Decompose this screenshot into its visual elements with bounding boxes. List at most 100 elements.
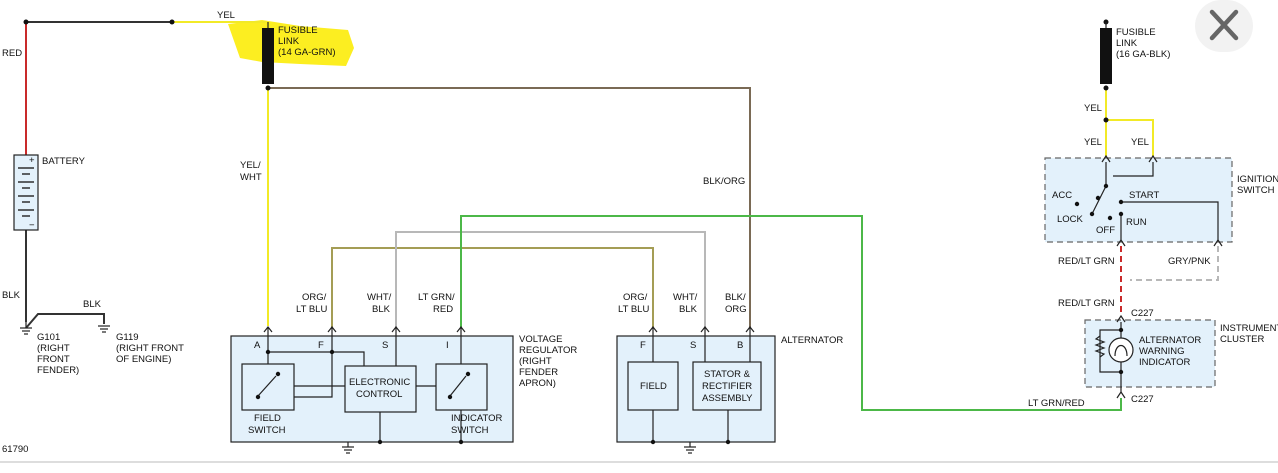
- vr-terminal-s: S: [382, 340, 388, 351]
- ign-contact: [1118, 199, 1124, 205]
- figure-id: 61790: [2, 444, 28, 455]
- g119-label: (RIGHT FRONT: [116, 343, 184, 354]
- battery-label: BATTERY: [42, 156, 86, 167]
- wire-label: LT GRN/: [418, 292, 455, 303]
- connector-c227-top: C227: [1131, 308, 1154, 319]
- switch-contact-icon: [257, 375, 277, 397]
- warning-indicator-label: INDICATOR: [1139, 357, 1191, 368]
- ground-icon: [98, 325, 110, 333]
- g119-label: OF ENGINE): [116, 354, 171, 365]
- wire-label: BLK: [2, 290, 21, 301]
- ign-pos-start: START: [1129, 190, 1159, 201]
- wire-label: RED/LT GRN: [1058, 298, 1115, 309]
- junction-dot: [1118, 369, 1124, 375]
- wire-yel-ign-b: [1106, 119, 1154, 156]
- switch-contact-icon: [449, 375, 467, 397]
- lamp-filament: [1114, 344, 1128, 357]
- voltage-regulator-label: (RIGHT: [519, 356, 552, 367]
- wire-label: ORG/: [302, 292, 327, 303]
- warning-indicator-label: ALTERNATOR: [1139, 335, 1201, 346]
- junction-dot: [23, 19, 29, 25]
- instrument-cluster-label: INSTRUMENT: [1220, 323, 1278, 334]
- vr-terminal-f: F: [318, 340, 324, 351]
- wire-label: BLK: [679, 304, 698, 315]
- switch-pivot: [275, 371, 281, 377]
- fusible-link-1-label: FUSIBLE: [278, 25, 318, 36]
- close-icon: [1209, 9, 1239, 41]
- wire-gry-pnk: [1130, 246, 1219, 281]
- wire-label: LT GRN/RED: [1028, 398, 1085, 409]
- ign-contact: [1103, 183, 1109, 189]
- indicator-switch-label: INDICATOR: [451, 413, 503, 424]
- warning-lamp-icon: [1108, 337, 1134, 363]
- ignition-internal-wiring: [1091, 162, 1219, 240]
- alt-terminal-b: B: [737, 340, 743, 351]
- battery-minus: −: [29, 220, 35, 231]
- wire-label: YEL: [1084, 103, 1102, 114]
- wire-label: YEL: [217, 10, 235, 21]
- vr-terminal-a: A: [254, 340, 261, 351]
- junction-dot: [265, 349, 271, 355]
- junction-dot: [725, 439, 731, 445]
- fusible-link-2-label: LINK: [1116, 38, 1138, 49]
- junction-dot: [1118, 327, 1124, 333]
- switch-pivot: [447, 394, 453, 400]
- close-button[interactable]: [1195, 0, 1253, 52]
- vr-terminal-i: I: [446, 340, 449, 351]
- indicator-switch-label: SWITCH: [451, 425, 489, 436]
- wire-label: YEL: [1084, 137, 1102, 148]
- fusible-link-1-label: LINK: [278, 36, 300, 47]
- field-label: FIELD: [640, 381, 667, 392]
- connector-c227-bottom: C227: [1131, 394, 1154, 405]
- ign-pos-off: OFF: [1096, 225, 1115, 236]
- junction-dot: [329, 349, 335, 355]
- ign-contact: [1107, 215, 1113, 221]
- field-box: [627, 361, 679, 411]
- wire-label: GRY/PNK: [1168, 256, 1211, 267]
- switch-pivot: [255, 394, 261, 400]
- alt-terminal-s: S: [690, 340, 696, 351]
- ignition-switch-label: IGNITION: [1237, 174, 1278, 185]
- ign-contact: [1095, 195, 1101, 201]
- ground-icon: [20, 322, 32, 335]
- ground-icon: [342, 442, 354, 454]
- wire-label: YEL: [1131, 137, 1149, 148]
- ign-pos-acc: ACC: [1052, 190, 1072, 201]
- connector-pins: [648, 326, 755, 336]
- stator-label: RECTIFIER: [702, 381, 752, 392]
- wire-label: LT BLU: [618, 304, 649, 315]
- fusible-link-1: [262, 28, 274, 84]
- wire-label: ORG: [725, 304, 747, 315]
- battery-plus: +: [29, 155, 35, 166]
- field-switch-label: SWITCH: [248, 425, 286, 436]
- wire-label: WHT/: [673, 292, 698, 303]
- wire-label: RED: [433, 304, 453, 315]
- wire-label: WHT/: [367, 292, 392, 303]
- fusible-link-2-label: FUSIBLE: [1116, 27, 1156, 38]
- ign-pos-run: RUN: [1126, 217, 1147, 228]
- alternator-label: ALTERNATOR: [781, 335, 843, 346]
- wire-blk-org: [270, 87, 751, 328]
- wire-blk-g119: [25, 313, 105, 329]
- wire-label: LT BLU: [296, 304, 327, 315]
- wire-label: ORG/: [623, 292, 648, 303]
- battery-symbol: [13, 154, 39, 231]
- g101-label: (RIGHT: [37, 343, 70, 354]
- junction-dot: [169, 19, 175, 25]
- field-switch-box: [241, 363, 295, 411]
- junction-dot: [377, 439, 383, 445]
- wire-label: YEL/: [240, 160, 261, 171]
- ign-pos-lock: LOCK: [1057, 214, 1084, 225]
- switch-pivot: [465, 371, 471, 377]
- wire-org-ltblu: [331, 247, 654, 328]
- ground-icon: [684, 442, 696, 454]
- voltage-regulator-label: APRON): [519, 378, 556, 389]
- junction-dot: [458, 439, 464, 445]
- g101-label: FRONT: [37, 354, 70, 365]
- voltage-regulator-label: FENDER: [519, 367, 558, 378]
- ignition-switch-box: [1044, 157, 1233, 243]
- warning-indicator-label: WARNING: [1139, 346, 1185, 357]
- fusible-link-1-label: (14 GA-GRN): [278, 47, 336, 58]
- wire-label: BLK: [83, 299, 102, 310]
